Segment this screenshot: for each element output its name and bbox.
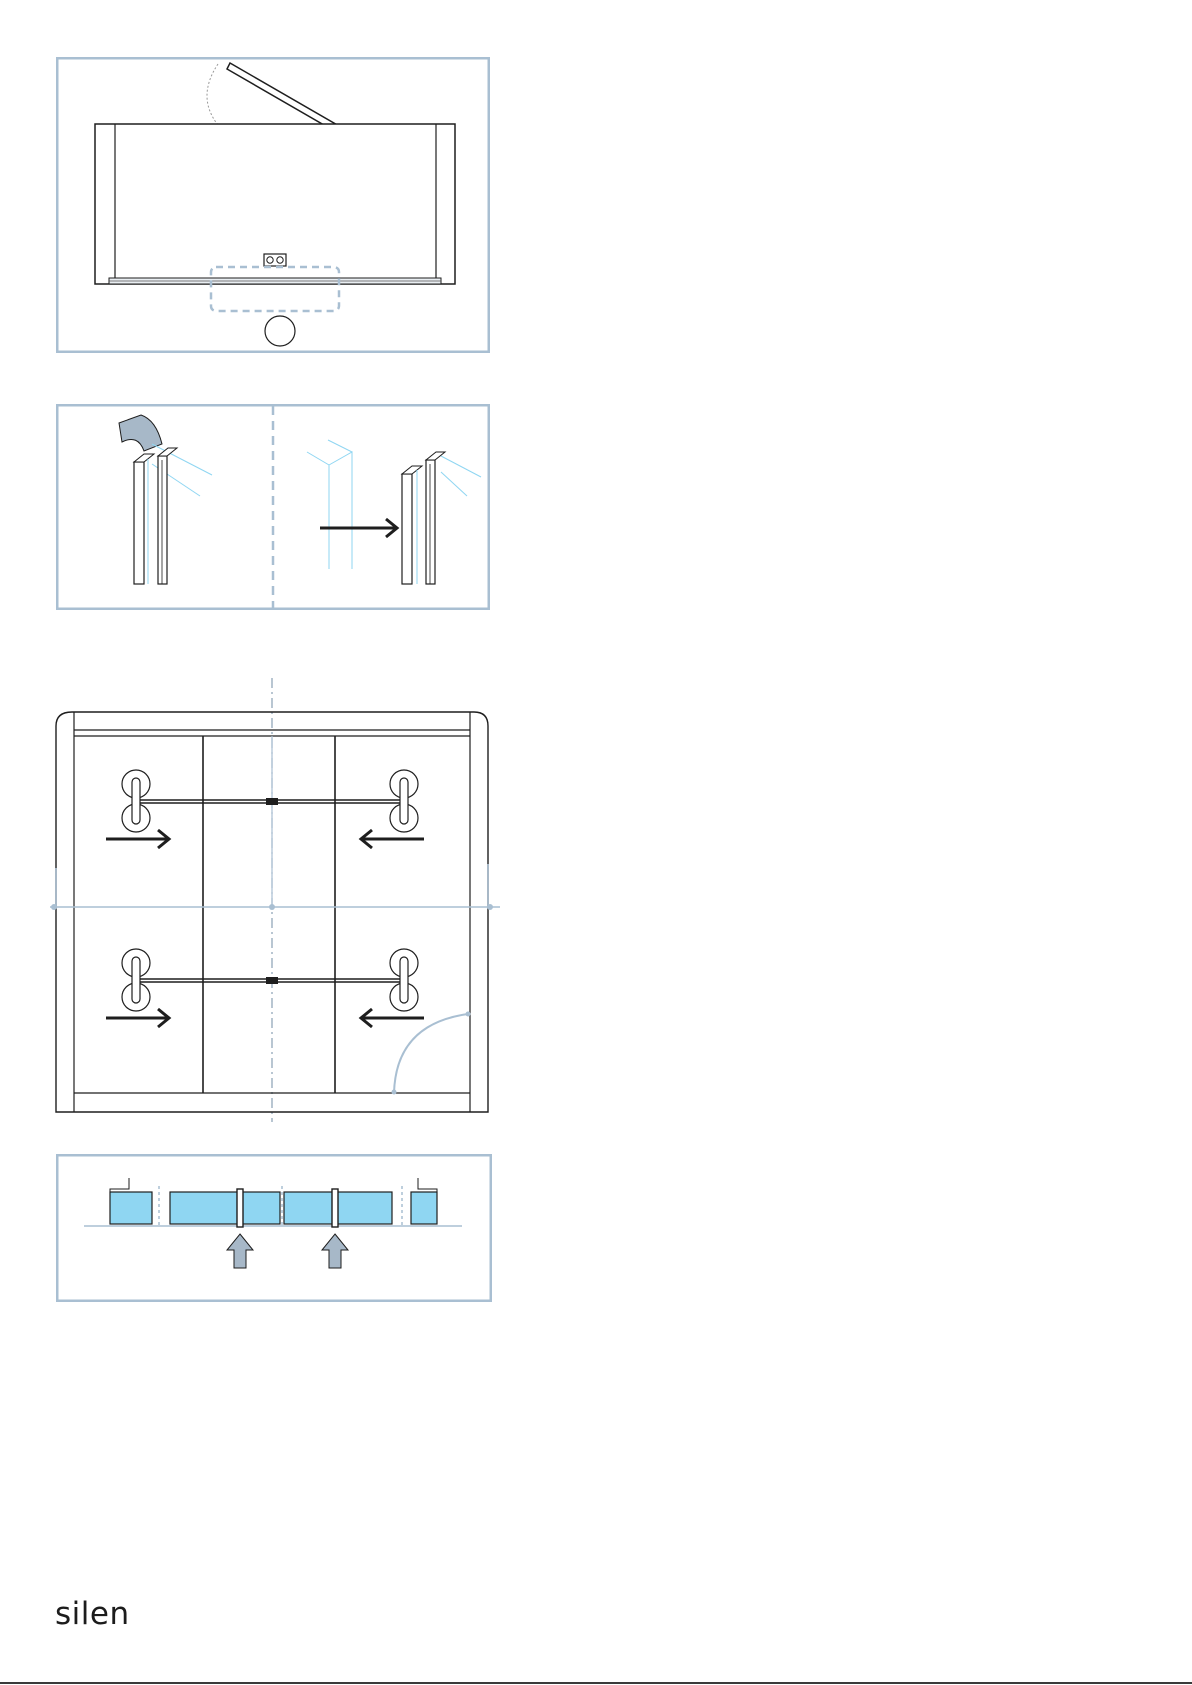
door-swing-arc (394, 1014, 468, 1093)
detail-callout-circle (265, 316, 295, 346)
seal-insert-illustration (56, 404, 490, 610)
roof-swing-arc (207, 64, 218, 125)
top-view-panel (50, 678, 500, 1123)
joint-profile (237, 1189, 243, 1227)
suction-tool-bottom (106, 949, 424, 1027)
joint-profile (332, 1189, 338, 1227)
overview-panel (56, 57, 490, 353)
arrow-up-icon (227, 1234, 253, 1268)
glass-segment (110, 1192, 152, 1224)
section-detail-frame (57, 1155, 491, 1301)
arrow-up-icon (322, 1234, 348, 1268)
top-view-illustration (50, 678, 500, 1123)
section-detail-panel (56, 1154, 492, 1302)
left-profile (119, 415, 212, 584)
seal-insert-panel (56, 404, 490, 610)
glass-segment (170, 1192, 280, 1224)
right-profile (307, 440, 481, 584)
section-detail-illustration (56, 1154, 492, 1302)
overview-illustration (56, 57, 490, 353)
suction-tool-top (106, 770, 424, 848)
page-bottom-rule (0, 1682, 1192, 1684)
brand-logo: silen (55, 1596, 130, 1632)
glass-segment (411, 1192, 437, 1224)
